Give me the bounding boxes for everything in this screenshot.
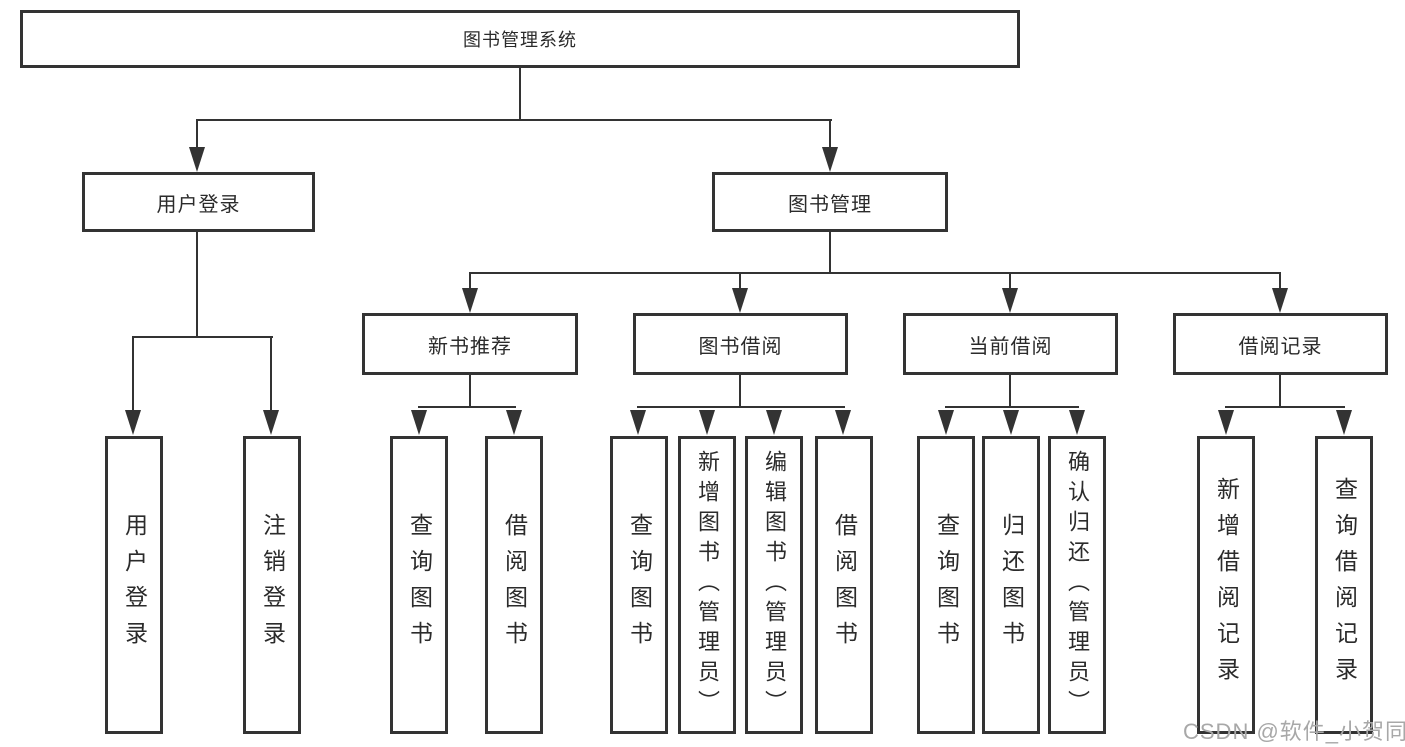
arrowhead [125, 410, 141, 435]
arrowhead [732, 288, 748, 313]
node-label: 当前借阅 [968, 335, 1053, 358]
node-new-book-recommend: 新书推荐 [362, 313, 578, 375]
arrowhead [462, 288, 478, 313]
leaf-user-login: 用户登录 [105, 436, 163, 734]
leaf-query-borrow-record: 查询借阅记录 [1315, 436, 1373, 734]
arrowhead [835, 410, 851, 435]
leaf-label: 查询图书 [406, 513, 433, 657]
connector-drop-node [469, 272, 471, 288]
node-book-management: 图书管理 [712, 172, 948, 232]
node-label: 图书借阅 [698, 335, 783, 358]
node-label: 图书管理系统 [463, 30, 577, 50]
arrowhead [1272, 288, 1288, 313]
csdn-watermark: CSDN @软件_小贺同学 [1183, 719, 1405, 744]
connector-drop-leaf [270, 336, 272, 410]
node-user-login: 用户登录 [82, 172, 315, 232]
leaf-label: 新增借阅记录 [1213, 477, 1240, 693]
connector-borrow-records-stub [1279, 375, 1281, 408]
node-book-borrow: 图书借阅 [633, 313, 848, 375]
arrowhead [822, 147, 838, 172]
arrowhead [1003, 410, 1019, 435]
leaf-return-books: 归还图书 [982, 436, 1040, 734]
arrowhead [411, 410, 427, 435]
connector-user-login-stub [196, 232, 198, 338]
leaf-borrow-books: 借阅图书 [815, 436, 873, 734]
node-label: 新书推荐 [428, 335, 512, 358]
connector-user-login-bar [132, 336, 273, 338]
node-current-borrow: 当前借阅 [903, 313, 1118, 375]
connector-new-rec-stub [469, 375, 471, 408]
connector-book-mgmt-bar [469, 272, 1281, 274]
leaf-query-books-recommend: 查询图书 [390, 436, 448, 734]
connector-drop-node [1279, 272, 1281, 288]
leaf-borrow-books-recommend: 借阅图书 [485, 436, 543, 734]
connector-root-bar [196, 119, 832, 121]
connector-drop-book-mgmt [829, 119, 831, 151]
connector-borrow-records-bar [1225, 406, 1345, 408]
connector-current-borrow-stub [1009, 375, 1011, 408]
leaf-add-borrow-record: 新增借阅记录 [1197, 436, 1255, 734]
arrowhead [506, 410, 522, 435]
leaf-query-books-borrow: 查询图书 [610, 436, 668, 734]
leaf-label: 新增图书（管理员） [695, 450, 720, 720]
leaf-edit-books-admin: 编辑图书（管理员） [745, 436, 803, 734]
connector-drop-leaf [132, 336, 134, 410]
node-label: 借阅记录 [1238, 335, 1323, 358]
arrowhead [630, 410, 646, 435]
connector-current-borrow-bar [945, 406, 1079, 408]
leaf-logout: 注销登录 [243, 436, 301, 734]
node-borrow-records: 借阅记录 [1173, 313, 1388, 375]
arrowhead [1002, 288, 1018, 313]
node-label: 图书管理 [788, 193, 872, 216]
connector-new-rec-bar [418, 406, 516, 408]
arrowhead [263, 410, 279, 435]
arrowhead [1336, 410, 1352, 435]
arrowhead [766, 410, 782, 435]
arrowhead [699, 410, 715, 435]
connector-drop-node [739, 272, 741, 288]
arrowhead [938, 410, 954, 435]
leaf-confirm-return-admin: 确认归还（管理员） [1048, 436, 1106, 734]
leaf-label: 借阅图书 [831, 513, 858, 657]
node-label: 用户登录 [156, 193, 241, 216]
leaf-label: 编辑图书（管理员） [762, 450, 787, 720]
leaf-label: 查询图书 [626, 513, 653, 657]
leaf-label: 查询图书 [933, 513, 960, 657]
leaf-add-books-admin: 新增图书（管理员） [678, 436, 736, 734]
connector-book-mgmt-stub [829, 232, 831, 274]
connector-book-borrow-stub [739, 375, 741, 408]
leaf-label: 确认归还（管理员） [1065, 450, 1090, 720]
connector-root-stub [519, 68, 521, 121]
arrowhead [189, 147, 205, 172]
arrowhead [1218, 410, 1234, 435]
connector-book-borrow-bar [637, 406, 845, 408]
leaf-label: 注销登录 [259, 513, 286, 657]
leaf-label: 归还图书 [998, 513, 1025, 657]
leaf-label: 查询借阅记录 [1331, 477, 1358, 693]
connector-drop-user-login [196, 119, 198, 151]
node-library-system: 图书管理系统 [20, 10, 1020, 68]
arrowhead [1069, 410, 1085, 435]
leaf-label: 借阅图书 [501, 513, 528, 657]
leaf-label: 用户登录 [121, 513, 148, 657]
connector-drop-node [1009, 272, 1011, 288]
leaf-query-books-current: 查询图书 [917, 436, 975, 734]
